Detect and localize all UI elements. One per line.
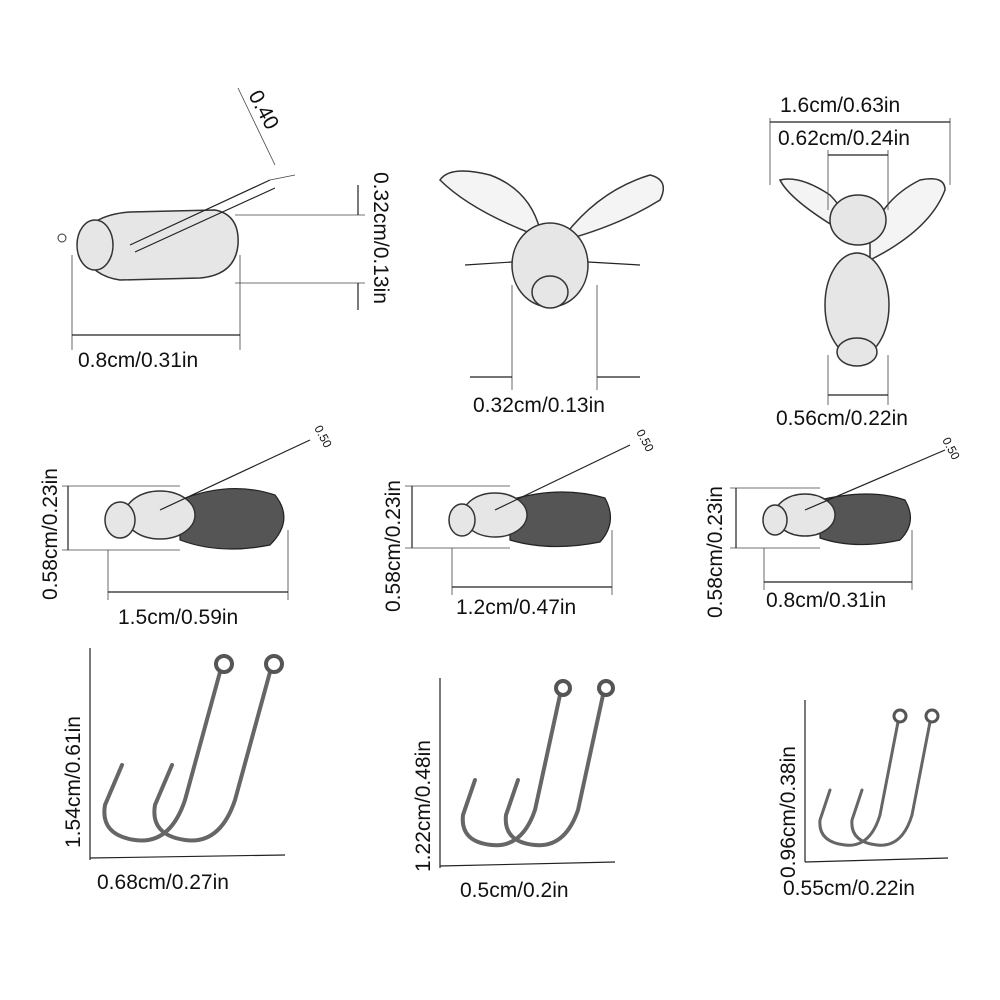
length-label: 0.8cm/0.31in (78, 349, 198, 372)
fly-small-height-label: 0.58cm/0.23in (704, 486, 727, 618)
fly-medium-length-label: 1.2cm/0.47in (456, 596, 576, 619)
hooks-medium (439, 678, 616, 868)
side-view-fly-drawing (57, 179, 276, 281)
hooks-small (804, 700, 949, 863)
hooks-small-width-label: 0.55cm/0.22in (783, 877, 915, 900)
wingspan-label: 1.6cm/0.63in (780, 94, 900, 117)
fly-medium (405, 444, 631, 595)
abdomen-label: 0.56cm/0.22in (776, 407, 908, 430)
front-view-fly-drawing (439, 170, 665, 309)
fly-large-length-label: 1.5cm/0.59in (118, 606, 238, 629)
fly-large-height-label: 0.58cm/0.23in (39, 468, 62, 600)
fly-large (62, 439, 311, 600)
fly-large-wire-label: 0.50 (311, 423, 334, 450)
hooks-large-width-label: 0.68cm/0.27in (97, 871, 229, 894)
thorax-label: 0.62cm/0.24in (778, 127, 910, 150)
top-view-fly-drawing (778, 178, 946, 367)
fly-medium-height-label: 0.58cm/0.23in (382, 480, 405, 612)
width-label: 0.32cm/0.13in (473, 394, 605, 417)
angle-label: 0.40 (244, 87, 283, 134)
dimension-lines-top-right (769, 118, 951, 405)
fly-medium-wire-label: 0.50 (633, 427, 656, 454)
height-label: 0.32cm/0.13in (369, 172, 392, 304)
fly-small-length-label: 0.8cm/0.31in (766, 589, 886, 612)
dimension-lines-top-center (470, 285, 640, 390)
hooks-large-height-label: 1.54cm/0.61in (62, 716, 85, 848)
dimension-lines-top-left (71, 87, 365, 350)
hooks-medium-height-label: 1.22cm/0.48in (412, 740, 435, 872)
fly-small-wire-label: 0.50 (939, 435, 962, 462)
hooks-small-height-label: 0.96cm/0.38in (777, 746, 800, 878)
hooks-large (89, 648, 286, 860)
hooks-medium-width-label: 0.5cm/0.2in (460, 879, 569, 902)
fly-small (730, 449, 946, 590)
